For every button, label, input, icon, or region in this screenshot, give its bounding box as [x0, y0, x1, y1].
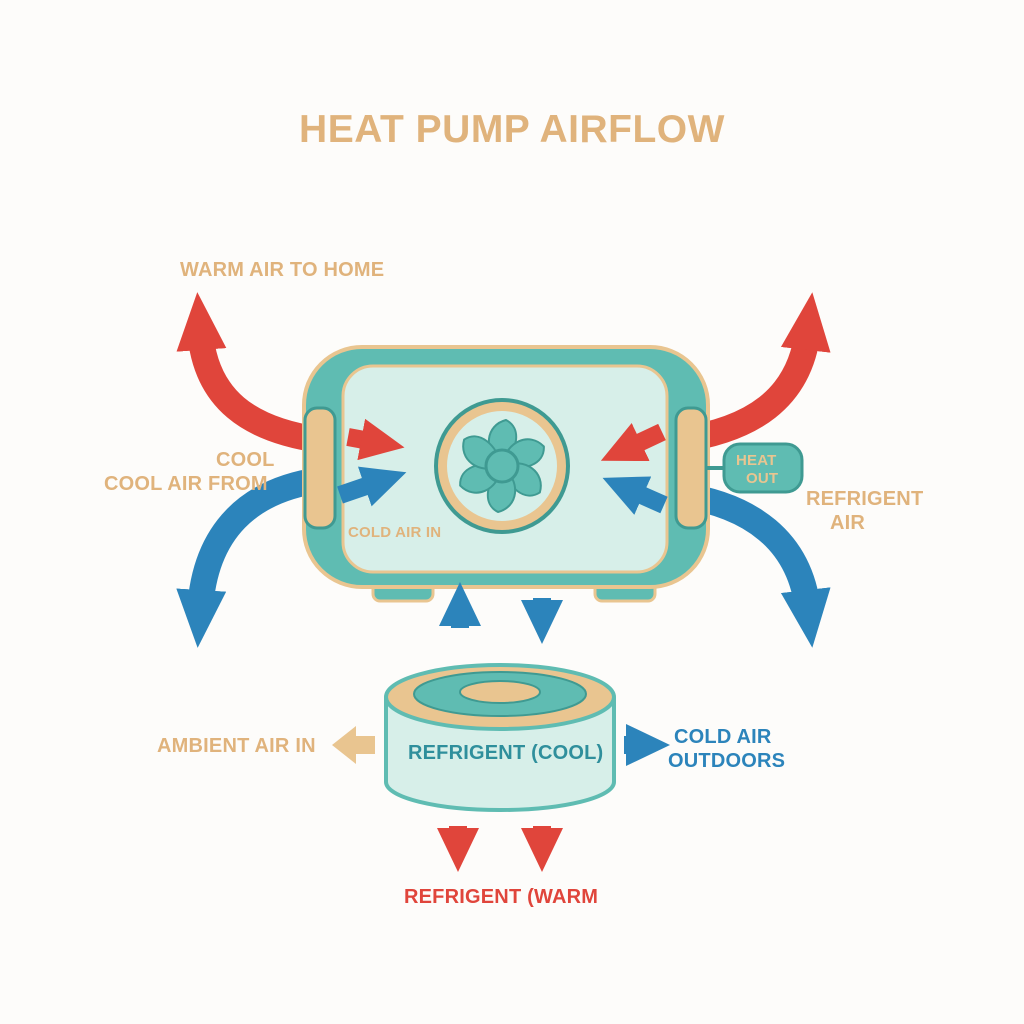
- label-cool-air-from: COOL AIR FROM: [104, 473, 268, 495]
- label-refrigent-cool: REFRIGENT (COOL): [408, 742, 604, 764]
- cold-air-arrow-inner-right: [602, 476, 668, 515]
- label-refrigent-air-line2: AIR: [830, 512, 866, 534]
- fan-icon: [434, 398, 570, 534]
- label-ambient-air-in: AMBIENT AIR IN: [157, 735, 316, 757]
- label-cold-air-outdoors-line1: COLD AIR: [674, 726, 772, 748]
- label-refrigent-warm: REFRIGENT (WARM: [404, 886, 599, 908]
- label-heat-out-line1: HEAT: [736, 452, 777, 469]
- diagram-title: HEAT PUMP AIRFLOW: [299, 108, 725, 151]
- label-cold-air-in: COLD AIR IN: [348, 524, 442, 541]
- heat-out-tag: [706, 442, 804, 494]
- label-warm-air-to-home: WARM AIR TO HOME: [180, 259, 385, 281]
- label-heat-out-line2: OUT: [746, 470, 779, 487]
- label-cool: COOL: [216, 449, 275, 471]
- warm-air-arrow-inner-right: [600, 423, 666, 462]
- label-cold-air-outdoors-line2: OUTDOORS: [668, 750, 786, 772]
- cold-air-arrow-left-out: [176, 467, 323, 648]
- refrigerant-coil: [384, 663, 616, 812]
- ambient-air-arrow-head: [332, 726, 356, 764]
- warm-air-arrow-left-out: [176, 292, 322, 453]
- label-refrigent-air-line1: REFRIGENT: [806, 488, 924, 510]
- warm-air-arrow-inner-left: [346, 418, 405, 461]
- cold-air-arrow-inner-left: [337, 466, 407, 507]
